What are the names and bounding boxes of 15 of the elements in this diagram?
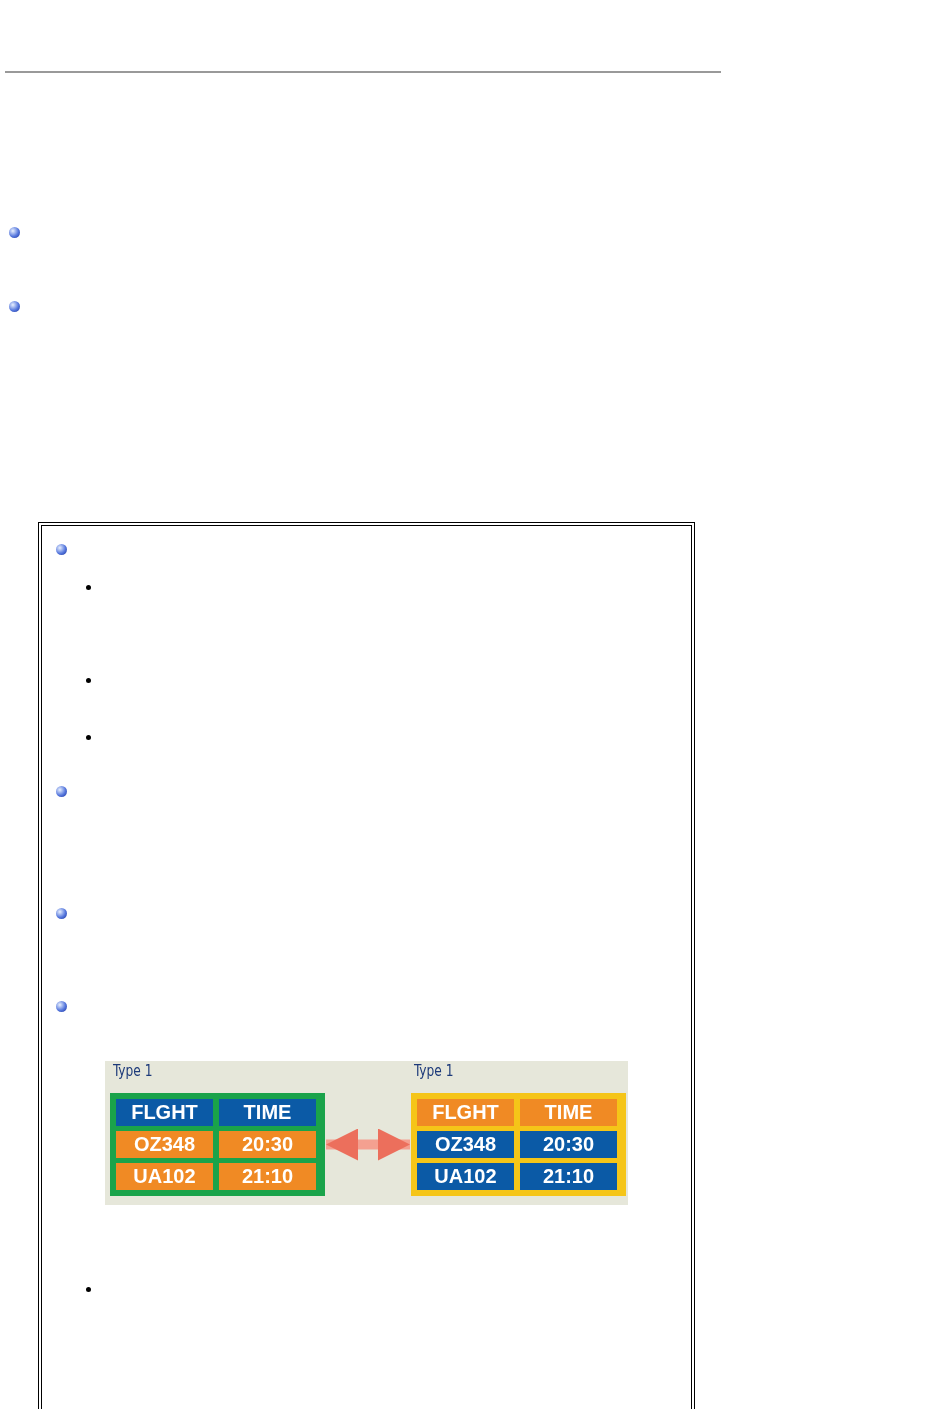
table-heading: Type 1	[113, 1061, 153, 1080]
table-cell: TIME	[219, 1099, 316, 1126]
table-cell: FLGHT	[116, 1099, 213, 1126]
table-cell: OZ348	[417, 1131, 514, 1158]
table-cell: OZ348	[116, 1131, 213, 1158]
table-cell: TIME	[520, 1099, 617, 1126]
table-cell: 21:10	[520, 1163, 617, 1190]
table-cell: UA102	[417, 1163, 514, 1190]
double-arrow	[326, 1128, 410, 1161]
table-cell: 21:10	[219, 1163, 316, 1190]
table-cell: FLGHT	[417, 1099, 514, 1126]
table-cell: 20:30	[219, 1131, 316, 1158]
table-cell: 20:30	[520, 1131, 617, 1158]
table-cell: UA102	[116, 1163, 213, 1190]
table-heading: Type 1	[414, 1061, 454, 1080]
